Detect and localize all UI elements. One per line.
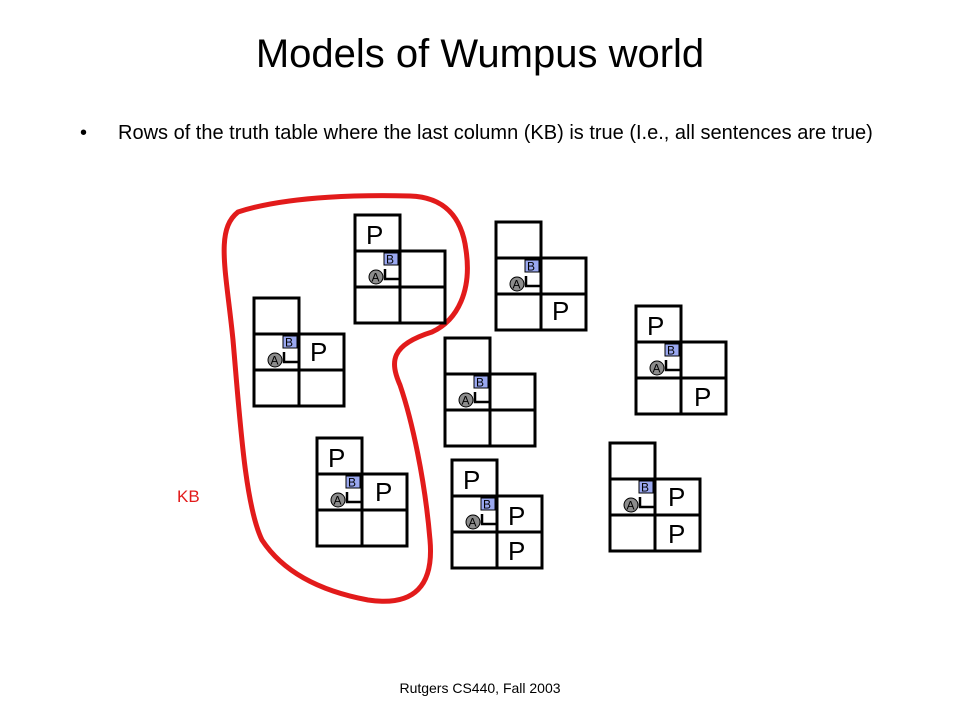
breeze-marker xyxy=(664,343,680,357)
pit-label: P xyxy=(668,482,685,512)
kb-boundary-curve xyxy=(221,193,470,604)
breeze-label: B xyxy=(348,476,356,490)
pit-label: P xyxy=(508,501,525,531)
model-grid-6: P P B A xyxy=(315,436,409,548)
agent-label: A xyxy=(372,271,380,285)
pit-label: P xyxy=(508,536,525,566)
breeze-label: B xyxy=(527,260,535,274)
agent-marker xyxy=(330,492,346,508)
agent-marker xyxy=(267,352,283,368)
breeze-marker xyxy=(345,475,361,489)
breeze-marker xyxy=(282,335,298,349)
breeze-label: B xyxy=(667,344,675,358)
breeze-label: B xyxy=(285,336,293,350)
slide-footer: Rutgers CS440, Fall 2003 xyxy=(399,680,561,696)
breeze-marker xyxy=(383,252,399,266)
agent-marker xyxy=(509,276,525,292)
model-grid-8: P P B A xyxy=(608,441,702,553)
pit-label: P xyxy=(668,519,685,549)
agent-label: A xyxy=(271,354,279,368)
agent-marker xyxy=(649,360,665,376)
pit-label: P xyxy=(552,296,569,326)
agent-marker xyxy=(458,392,474,408)
agent-marker xyxy=(368,269,384,285)
breeze-marker xyxy=(480,497,496,511)
breeze-marker xyxy=(473,375,489,389)
breeze-marker xyxy=(638,480,654,494)
agent-label: A xyxy=(653,362,661,376)
kb-label: KB xyxy=(177,487,200,506)
model-grid-5: P P B A xyxy=(634,304,728,416)
agent-label: A xyxy=(627,499,635,513)
breeze-label: B xyxy=(476,376,484,390)
model-grid-4: B A xyxy=(443,336,537,448)
pit-label: P xyxy=(328,443,345,473)
agent-marker xyxy=(623,497,639,513)
agent-label: A xyxy=(513,278,521,292)
model-grid-1: P B A xyxy=(353,213,447,325)
pit-label: P xyxy=(694,382,711,412)
pit-label: P xyxy=(310,337,327,367)
slide-title: Models of Wumpus world xyxy=(255,32,705,76)
pit-label: P xyxy=(375,477,392,507)
agent-label: A xyxy=(462,394,470,408)
bullet-marker: • xyxy=(80,122,88,144)
agent-label: A xyxy=(469,516,477,530)
breeze-label: B xyxy=(483,498,491,512)
model-grid-2: P B A xyxy=(494,220,588,332)
bullet-text: Rows of the truth table where the last c… xyxy=(118,122,873,144)
agent-label: A xyxy=(334,494,342,508)
breeze-label: B xyxy=(386,253,394,267)
model-grid-7: P P P B A xyxy=(450,458,544,570)
bullet-point: • Rows of the truth table where the last… xyxy=(80,118,880,148)
breeze-label: B xyxy=(641,481,649,495)
agent-marker xyxy=(465,514,481,530)
pit-label: P xyxy=(366,220,383,250)
pit-label: P xyxy=(647,311,664,341)
model-grid-3: P B A xyxy=(252,296,346,408)
breeze-marker xyxy=(524,259,540,273)
pit-label: P xyxy=(463,465,480,495)
